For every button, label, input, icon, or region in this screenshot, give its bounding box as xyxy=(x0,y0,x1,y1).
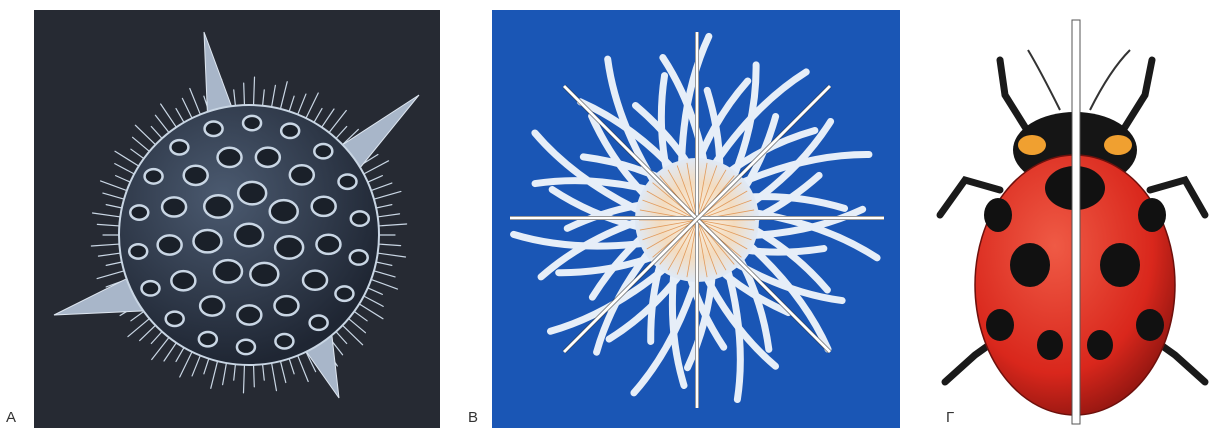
panel-a-radiolarian xyxy=(34,10,440,428)
panel-label-g: Г xyxy=(946,410,954,425)
symmetry-axis xyxy=(1072,20,1080,424)
anemone-illustration xyxy=(492,10,900,428)
panel-label-b: В xyxy=(468,410,478,425)
panel-b-anemone xyxy=(492,10,900,428)
symmetry-axes xyxy=(510,32,884,408)
radiolarian-illustration xyxy=(34,10,440,428)
panel-g-ladybug xyxy=(920,10,1220,428)
panel-label-a: А xyxy=(6,410,16,425)
ladybug-illustration xyxy=(920,10,1220,428)
